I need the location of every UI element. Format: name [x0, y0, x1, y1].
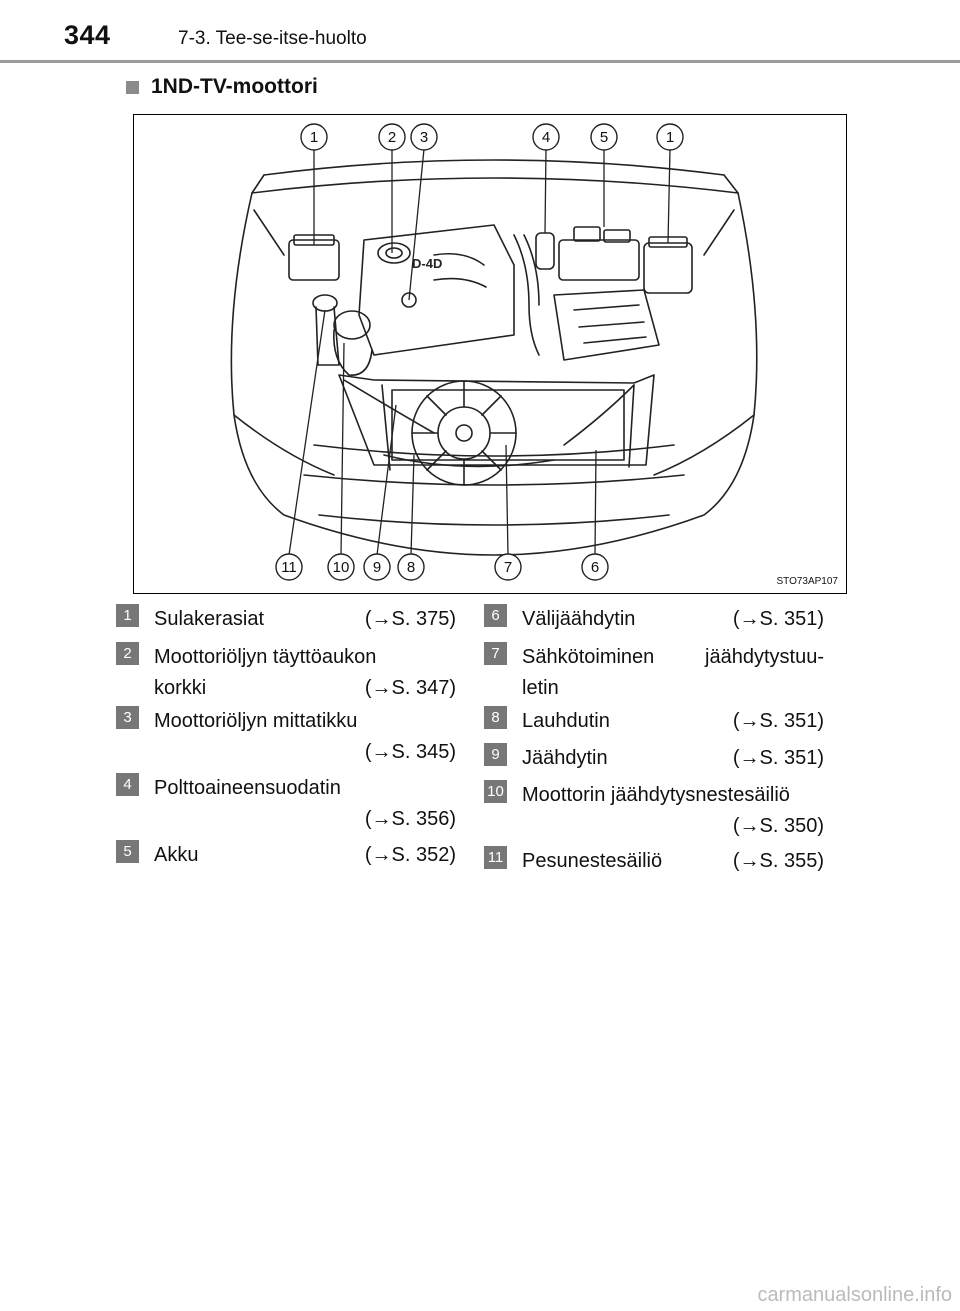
page-number: 344 — [64, 20, 111, 50]
item-label: Moottorin jäähdytysnestesäiliö — [522, 784, 790, 806]
callout-top-4: 4 — [542, 129, 550, 146]
figure-code: STO73AP107 — [776, 576, 838, 587]
callout-bottom-6: 6 — [591, 559, 599, 576]
item-number-badge: 4 — [116, 773, 139, 796]
item-label: Polttoaineensuodatin — [154, 777, 341, 799]
callout-top-2: 2 — [388, 129, 396, 146]
page-reference: (→S. 375) — [364, 608, 456, 630]
subsection-heading-text: 1ND-TV-moottori — [151, 75, 318, 98]
item-label: Sulakerasiat — [154, 608, 265, 630]
item-number-badge: 7 — [484, 642, 507, 665]
callout-top-1: 1 — [310, 129, 318, 146]
item-number-badge: 2 — [116, 642, 139, 665]
square-bullet-icon — [126, 80, 139, 94]
item-number-badge: 5 — [116, 840, 139, 863]
item-label: Akku — [154, 844, 199, 866]
item-label-continued: jäähdytystuu- — [705, 646, 824, 668]
page-reference: (→S. 355) — [732, 850, 824, 872]
item-label-line2: korkki — [154, 677, 207, 699]
engine-badge: D-4D — [412, 256, 442, 271]
callout-top-5: 5 — [600, 129, 608, 146]
item-label-line2: letin — [522, 677, 559, 699]
legend-item: 5 Akku (→S. 352) — [116, 840, 456, 880]
header-divider — [0, 60, 960, 63]
item-number-badge: 6 — [484, 604, 507, 627]
page-reference: (→S. 356) — [364, 808, 456, 830]
page-reference: (→S. 345) — [364, 741, 456, 763]
legend-item: 4 Polttoaineensuodatin (→S. 356) — [116, 773, 456, 843]
section-title: 7-3. Tee-se-itse-huolto — [178, 28, 367, 49]
item-number-badge: 3 — [116, 706, 139, 729]
item-label: Lauhdutin — [522, 710, 610, 732]
item-number-badge: 1 — [116, 604, 139, 627]
engine-compartment-figure: D-4D 1 2 3 4 5 1 — [133, 114, 847, 594]
legend-item: 3 Moottoriöljyn mittatikku (→S. 345) — [116, 706, 456, 776]
item-label: Jäähdytin — [522, 747, 608, 769]
item-number-badge: 11 — [484, 846, 507, 869]
legend-item: 6 Välijäähdytin (→S. 351) — [484, 604, 824, 644]
callout-bottom-8: 8 — [407, 559, 415, 576]
engine-illustration: D-4D 1 2 3 4 5 1 — [230, 123, 758, 581]
item-label: Sähkötoiminen — [522, 646, 655, 668]
page-header: 344 7-3. Tee-se-itse-huolto — [0, 0, 960, 64]
item-number-badge: 8 — [484, 706, 507, 729]
page-reference: (→S. 347) — [364, 677, 456, 699]
callout-bottom-7: 7 — [504, 559, 512, 576]
legend-item: 9 Jäähdytin (→S. 351) — [484, 743, 824, 783]
callout-top-3: 3 — [420, 129, 428, 146]
callout-bottom-10: 10 — [333, 559, 350, 576]
footer-watermark: carmanualsonline.info — [757, 1284, 952, 1306]
legend-item: 10 Moottorin jäähdytysnestesäiliö (→S. 3… — [484, 780, 836, 850]
page-reference: (→S. 351) — [732, 710, 824, 732]
page-reference: (→S. 350) — [732, 815, 824, 837]
item-number-badge: 10 — [484, 780, 507, 803]
item-label: Moottoriöljyn mittatikku — [154, 710, 358, 732]
page-reference: (→S. 351) — [732, 608, 824, 630]
item-number-badge: 9 — [484, 743, 507, 766]
legend-item: 8 Lauhdutin (→S. 351) — [484, 706, 824, 746]
page-reference: (→S. 352) — [364, 844, 456, 866]
item-label: Moottoriöljyn täyttöaukon — [154, 646, 377, 668]
callout-bottom-11: 11 — [281, 559, 297, 576]
legend-item: 2 Moottoriöljyn täyttöaukon korkki (→S. … — [116, 642, 456, 712]
item-label: Pesunestesäiliö — [522, 850, 663, 872]
callout-bottom-9: 9 — [373, 559, 381, 576]
legend-item: 11 Pesunestesäiliö (→S. 355) — [484, 846, 824, 886]
callout-top-6: 1 — [666, 129, 674, 146]
legend-item: 1 Sulakerasiat (→S. 375) — [116, 604, 456, 644]
legend-item: 7 Sähkötoiminen jäähdytystuu- letin — [484, 642, 824, 712]
subsection-heading: 1ND-TV-moottori — [126, 75, 318, 99]
page-reference: (→S. 351) — [732, 747, 824, 769]
item-label: Välijäähdytin — [522, 608, 636, 630]
